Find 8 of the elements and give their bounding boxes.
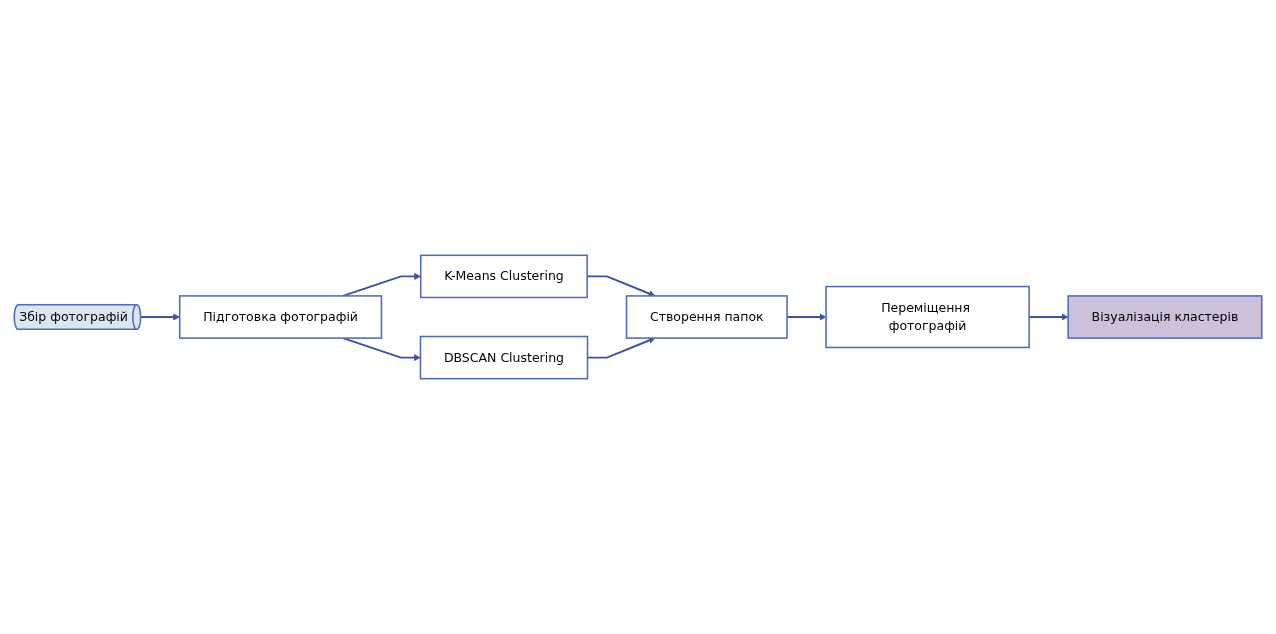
node-box: DBSCAN Clustering: [419, 335, 589, 380]
node-box: Створення папок: [625, 295, 788, 339]
node-box: K-Means Clustering: [419, 254, 588, 299]
arrow: [139, 313, 180, 321]
node-box: Візуалізація кластерів: [1067, 295, 1263, 339]
node-text: Збір фотографій: [19, 309, 128, 325]
node-box: Підготовка фотографій: [178, 295, 383, 339]
node-box: Переміщення фотографій: [825, 285, 1030, 349]
